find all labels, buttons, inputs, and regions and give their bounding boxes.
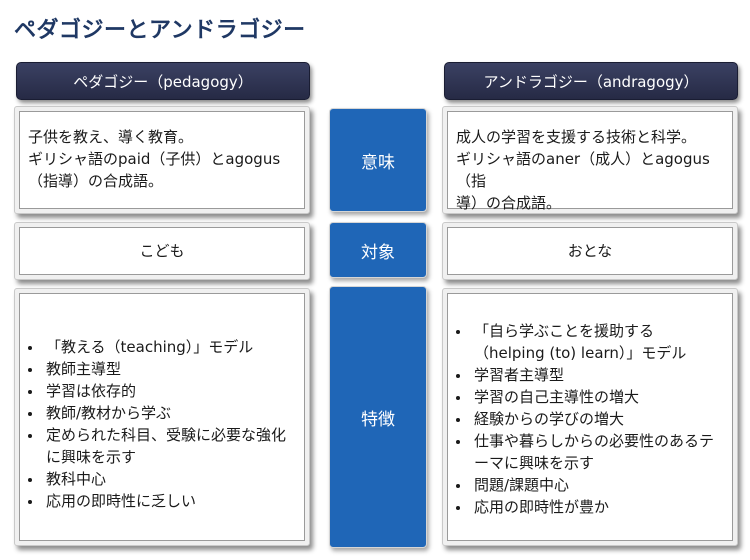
pedagogy-meaning-line: （指導）の合成語。 (28, 172, 164, 190)
pedagogy-meaning-line: ギリシャ語のpaid（子供）とagogus (28, 150, 281, 168)
pedagogy-target-text: こども (139, 242, 185, 260)
pedagogy-target-box: こども (14, 222, 310, 280)
pedagogy-meaning-line: 子供を教え、導く教育。 (28, 128, 194, 146)
target-label: 対象 (329, 222, 427, 278)
list-item: 仕事や暮らしからの必要性のあるテーマに興味を示す (448, 430, 722, 474)
andragogy-meaning-line: ギリシャ語のaner（成人）とagogus（指 (456, 150, 710, 190)
list-item: 学習の自己主導性の増大 (448, 386, 722, 408)
andragogy-target-text: おとな (567, 242, 613, 260)
list-item: 「教える（teaching）」モデル (20, 336, 290, 358)
andragogy-meaning-line: 成人の学習を支援する技術と科学。 (456, 128, 697, 146)
meaning-label: 意味 (329, 108, 427, 212)
list-item: 学習は依存的 (20, 380, 290, 402)
list-item: 教科中心 (20, 468, 290, 490)
list-item: 応用の即時性に乏しい (20, 490, 290, 512)
list-item: 「自ら学ぶことを援助する（helping (to) learn）」モデル (448, 320, 722, 364)
pedagogy-header: ペダゴジー（pedagogy） (16, 62, 310, 100)
andragogy-meaning-line: 導）の合成語。 (456, 194, 562, 212)
andragogy-features-list: 「自ら学ぶことを援助する（helping (to) learn）」モデル 学習者… (448, 294, 732, 518)
andragogy-features-box: 「自ら学ぶことを援助する（helping (to) learn）」モデル 学習者… (442, 288, 738, 546)
features-label: 特徴 (329, 286, 427, 548)
pedagogy-features-box: 「教える（teaching）」モデル 教師主導型 学習は依存的 教師/教材から学… (14, 288, 310, 546)
list-item: 学習者主導型 (448, 364, 722, 386)
list-item: 問題/課題中心 (448, 474, 722, 496)
list-item: 教師主導型 (20, 358, 290, 380)
list-item: 教師/教材から学ぶ (20, 402, 290, 424)
list-item: 応用の即時性が豊か (448, 496, 722, 518)
andragogy-target-box: おとな (442, 222, 738, 280)
andragogy-meaning-box: 成人の学習を支援する技術と科学。 ギリシャ語のaner（成人）とagogus（指… (442, 106, 738, 214)
list-item: 定められた科目、受験に必要な強化に興味を示す (20, 424, 290, 468)
list-item: 経験からの学びの増大 (448, 408, 722, 430)
pedagogy-features-list: 「教える（teaching）」モデル 教師主導型 学習は依存的 教師/教材から学… (20, 294, 304, 512)
page-title: ペダゴジーとアンドラゴジー (14, 18, 306, 43)
pedagogy-meaning-box: 子供を教え、導く教育。 ギリシャ語のpaid（子供）とagogus （指導）の合… (14, 106, 310, 214)
andragogy-header: アンドラゴジー（andragogy） (444, 62, 738, 100)
